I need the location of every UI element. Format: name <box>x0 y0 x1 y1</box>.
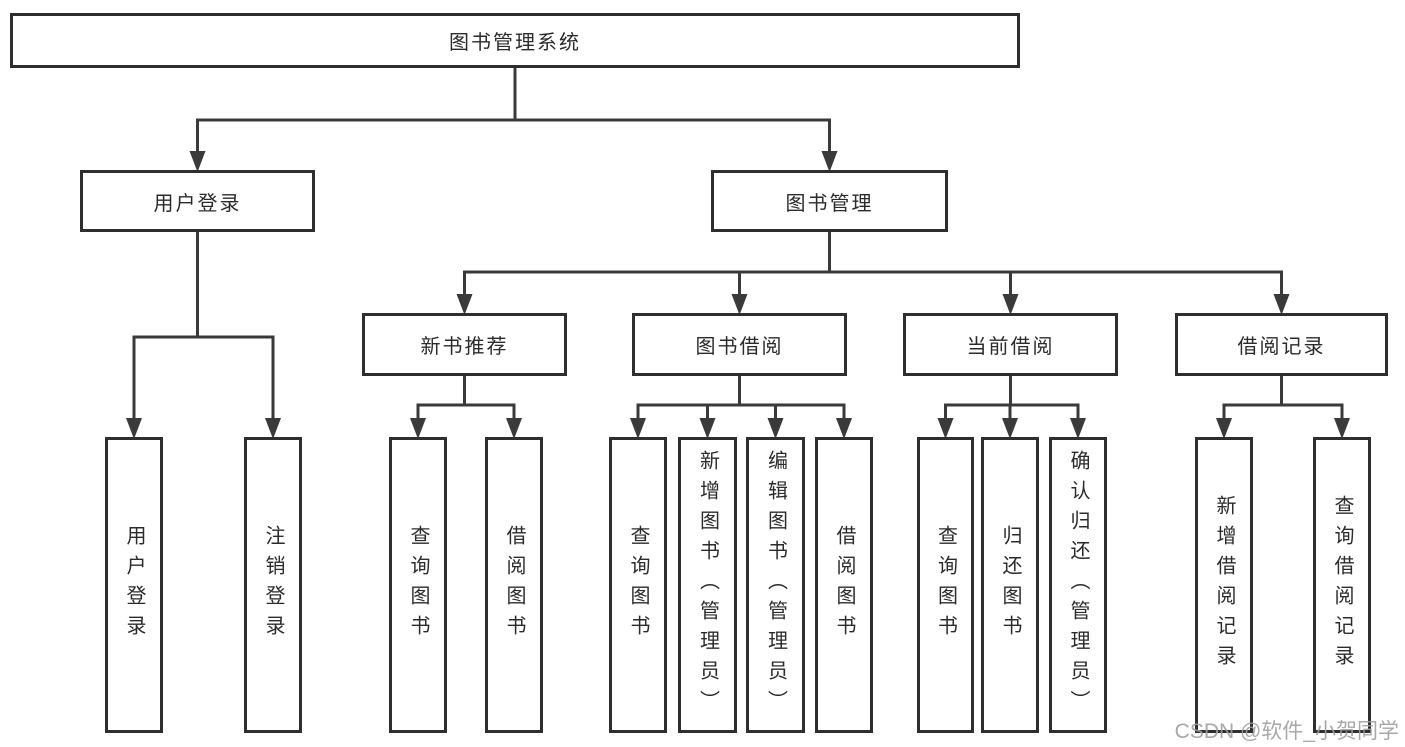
node-label-book-borrowing: 图书借阅 <box>695 336 784 358</box>
node-ul-logout: 注销登录 <box>244 437 302 733</box>
node-label-book-management: 图书管理 <box>785 192 874 215</box>
node-label-bb-query-books: 查询图书 <box>627 525 649 645</box>
node-root: 图书管理系统 <box>10 13 1020 68</box>
node-label-root: 图书管理系统 <box>449 32 581 54</box>
watermark-text: CSDN @软件_小贺同学 <box>1174 720 1399 743</box>
arrowhead-book-management <box>821 151 838 172</box>
node-ul-user-login: 用户登录 <box>105 437 163 733</box>
arrowhead-new-book-recommendation <box>456 294 473 315</box>
node-bb-borrow-books: 借阅图书 <box>815 437 873 733</box>
arrowhead-nb-query-books <box>410 418 426 439</box>
node-nb-borrow-books: 借阅图书 <box>485 437 543 733</box>
node-label-cb-return-books: 归还图书 <box>999 525 1021 645</box>
arrowhead-ul-user-login <box>126 418 142 439</box>
node-br-add-record: 新增借阅记录 <box>1195 437 1253 733</box>
node-label-current-borrowing: 当前借阅 <box>966 336 1055 358</box>
node-label-user-login: 用户登录 <box>153 192 242 215</box>
arrowhead-cb-query-books <box>937 418 954 439</box>
node-label-nb-borrow-books: 借阅图书 <box>503 525 525 645</box>
node-label-ul-user-login: 用户登录 <box>123 525 145 645</box>
arrowhead-bb-add-books <box>699 418 716 439</box>
arrowhead-br-query-record <box>1334 418 1350 439</box>
node-cb-confirm-return: 确认归还（管理员） <box>1049 437 1107 733</box>
node-br-query-record: 查询借阅记录 <box>1313 437 1371 733</box>
node-label-borrowing-records: 借阅记录 <box>1237 336 1326 358</box>
node-bb-query-books: 查询图书 <box>609 437 667 733</box>
node-label-ul-logout: 注销登录 <box>262 525 284 645</box>
arrowhead-cb-return-books <box>1002 418 1018 439</box>
node-book-management: 图书管理 <box>711 170 948 232</box>
arrowhead-borrowing-records <box>1273 294 1290 315</box>
node-label-nb-query-books: 查询图书 <box>407 525 429 645</box>
arrowhead-cb-confirm-return <box>1070 418 1086 439</box>
node-label-br-query-record: 查询借阅记录 <box>1331 495 1353 675</box>
node-label-bb-add-books: 新增图书（管理员） <box>696 450 719 720</box>
arrowhead-br-add-record <box>1216 418 1232 439</box>
node-label-new-book-recommendation: 新书推荐 <box>420 336 509 358</box>
node-new-book-recommendation: 新书推荐 <box>362 313 567 376</box>
arrowhead-bb-borrow-books <box>836 418 852 439</box>
arrowhead-bb-edit-books <box>767 418 784 439</box>
node-label-cb-query-books: 查询图书 <box>934 525 957 645</box>
node-bb-add-books: 新增图书（管理员） <box>678 437 737 733</box>
arrowhead-nb-borrow-books <box>506 418 522 439</box>
node-bb-edit-books: 编辑图书（管理员） <box>746 437 805 733</box>
arrowhead-current-borrowing <box>1002 294 1019 315</box>
node-label-bb-borrow-books: 借阅图书 <box>833 525 855 645</box>
node-borrowing-records: 借阅记录 <box>1175 313 1388 376</box>
node-book-borrowing: 图书借阅 <box>632 313 847 376</box>
arrowhead-book-borrowing <box>731 294 748 315</box>
node-label-cb-confirm-return: 确认归还（管理员） <box>1067 450 1089 720</box>
arrowhead-ul-logout <box>265 418 281 439</box>
node-current-borrowing: 当前借阅 <box>903 313 1118 376</box>
node-label-br-add-record: 新增借阅记录 <box>1213 495 1235 675</box>
node-label-bb-edit-books: 编辑图书（管理员） <box>764 450 787 720</box>
node-nb-query-books: 查询图书 <box>389 437 447 733</box>
node-cb-query-books: 查询图书 <box>917 437 974 733</box>
node-cb-return-books: 归还图书 <box>981 437 1039 733</box>
arrowhead-bb-query-books <box>630 418 646 439</box>
arrowhead-user-login <box>189 151 206 172</box>
node-user-login: 用户登录 <box>80 170 315 232</box>
